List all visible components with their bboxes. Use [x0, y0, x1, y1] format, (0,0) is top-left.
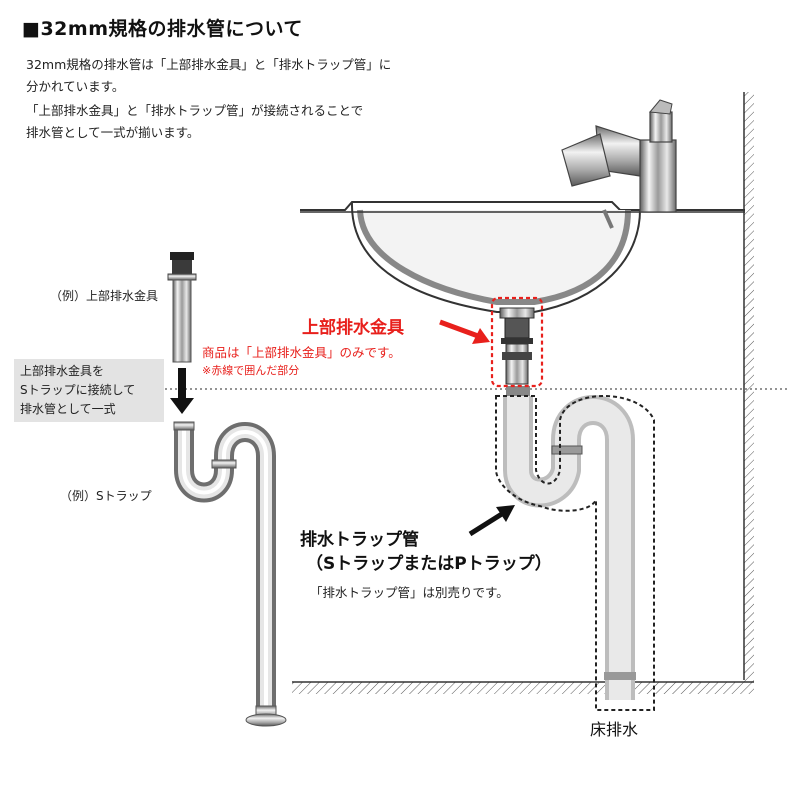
- floor: [292, 681, 754, 694]
- faucet: [561, 99, 677, 213]
- black-arrow: [468, 505, 515, 537]
- installed-trap: [503, 386, 636, 700]
- down-arrow: [170, 368, 194, 414]
- connection-note-box: [14, 359, 164, 422]
- intro-line: 32mm規格の排水管は「上部排水金具」と「排水トラップ管」に: [26, 57, 392, 72]
- wall: [743, 92, 754, 682]
- installed-drain-fitting: [499, 307, 535, 385]
- upper-drain-callout-title: 上部排水金具: [302, 318, 404, 338]
- note-line: 排水管として一式: [20, 402, 116, 416]
- intro-line: 「上部排水金具」と「排水トラップ管」が接続されることで: [26, 103, 364, 118]
- s-trap-example-label: （例）Sトラップ: [60, 489, 152, 503]
- intro-line: 分かれています。: [26, 79, 125, 94]
- intro-line: 排水管として一式が揃います。: [26, 125, 200, 140]
- floor-drain-label: 床排水: [590, 720, 639, 739]
- trap-callout-subtitle: （SトラップまたはPトラップ）: [306, 554, 552, 574]
- trap-outline: [495, 395, 655, 711]
- product-only-note: 商品は「上部排水金具」のみです。: [202, 345, 401, 360]
- trap-callout-title: 排水トラップ管: [300, 530, 419, 550]
- red-arrow: [439, 319, 490, 344]
- example-upper-drain-fitting: [167, 252, 197, 363]
- example-s-trap: [173, 421, 287, 727]
- note-line: Sトラップに接続して: [20, 383, 136, 397]
- red-highlight-outline: [490, 296, 544, 388]
- washbasin: [300, 201, 745, 313]
- upper-drain-example-label: （例）上部排水金具: [50, 289, 159, 303]
- sold-separately-note: 「排水トラップ管」は別売りです。: [310, 585, 509, 600]
- note-line: 上部排水金具を: [20, 364, 105, 378]
- page-title: ■32mm規格の排水管について: [22, 18, 303, 40]
- red-outline-note: ※赤線で囲んだ部分: [202, 364, 300, 377]
